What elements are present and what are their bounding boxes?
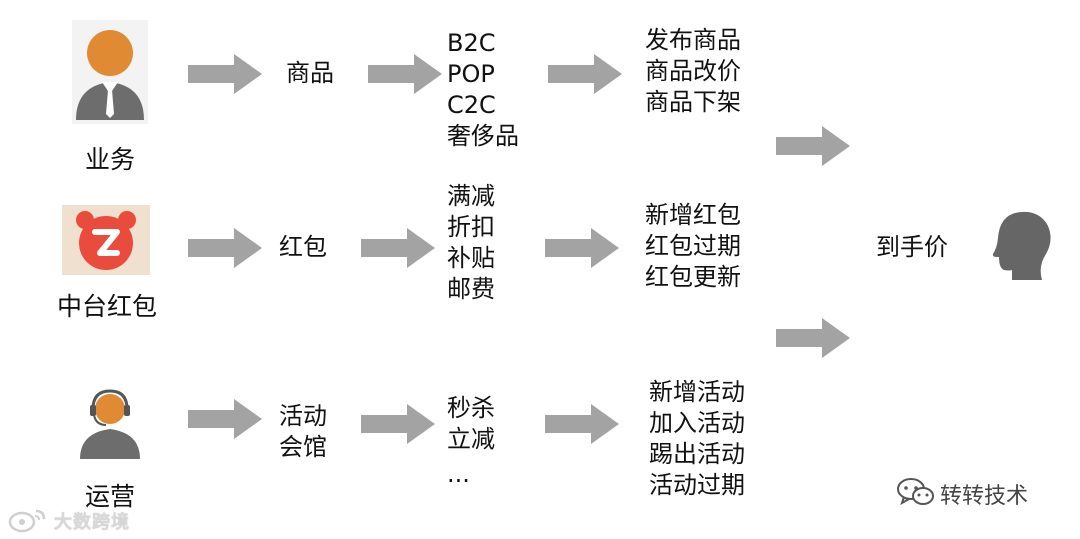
weibo-logo-icon [8,507,50,533]
types-operations: 秒杀 立减 ... [447,393,495,490]
action-item: 踢出活动 [649,440,745,468]
type-item: C2C [447,91,496,119]
watermark-left: 大数跨境 [54,512,130,533]
operator-headset-person-icon [78,385,142,461]
arrow-icon [361,228,435,268]
action-item: 商品下架 [645,88,741,116]
types-business: B2C POP C2C 奢侈品 [447,28,519,152]
type-item: 补贴 [447,244,495,272]
actions-business: 发布商品 商品改价 商品下架 [645,25,741,118]
end-user-head-icon [990,208,1054,280]
arrow-icon [776,126,850,166]
action-item: 加入活动 [649,409,745,437]
type-item: 折扣 [447,213,495,241]
source-line: 活动 [279,402,327,430]
arrow-icon [368,54,442,94]
action-item: 新增红包 [645,201,741,229]
type-item: POP [447,60,495,88]
type-item: ... [447,460,470,488]
arrow-icon [776,318,850,358]
watermark-right: 转转技术 [940,484,1029,509]
arrow-icon [548,54,622,94]
actions-redpacket: 新增红包 红包过期 红包更新 [645,200,741,293]
type-item: B2C [447,29,496,57]
arrow-icon [545,404,619,444]
red-packet-icon [62,205,150,275]
type-item: 邮费 [447,275,495,303]
source-redpacket: 红包 [279,233,327,261]
type-item: 满减 [447,182,495,210]
arrow-icon [188,228,262,268]
result-label: 到手价 [876,233,948,261]
source-line: 会馆 [279,433,327,461]
action-item: 红包过期 [645,232,741,260]
action-item: 发布商品 [645,26,741,54]
business-person-icon [72,20,148,124]
arrow-icon [188,399,262,439]
type-item: 奢侈品 [447,122,519,150]
action-item: 商品改价 [645,57,741,85]
role-label-redpacket: 中台红包 [56,292,157,321]
types-redpacket: 满减 折扣 补贴 邮费 [447,181,495,305]
source-business: 商品 [286,59,334,87]
action-item: 红包更新 [645,263,741,291]
arrow-icon [188,54,262,94]
arrow-icon [361,404,435,444]
role-label-operations: 运营 [84,482,135,511]
wechat-logo-icon [896,476,936,508]
action-item: 新增活动 [649,378,745,406]
role-label-business: 业务 [84,145,135,174]
source-operations: 活动 会馆 [279,401,327,463]
type-item: 秒杀 [447,394,495,422]
arrow-icon [545,228,619,268]
actions-operations: 新增活动 加入活动 踢出活动 活动过期 [649,377,745,501]
type-item: 立减 [447,425,495,453]
action-item: 活动过期 [649,471,745,499]
